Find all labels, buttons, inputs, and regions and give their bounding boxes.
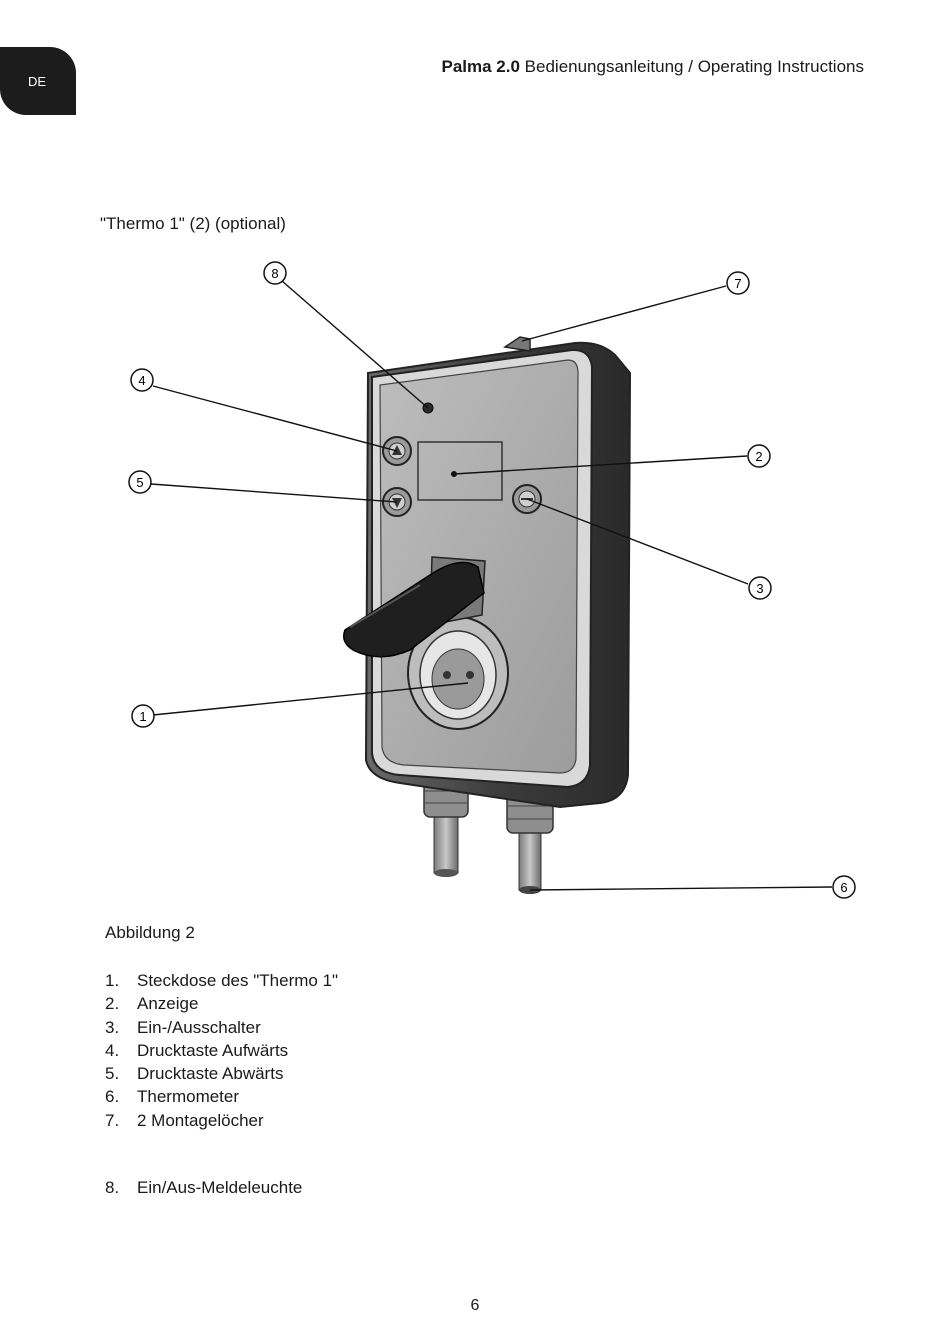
power-socket [407,616,509,730]
legend-number: 2. [105,994,120,1014]
socket-lid[interactable] [343,556,486,658]
callout-1: 1 [131,704,155,728]
callout-3: 3 [748,576,772,600]
header-product-name: Palma 2.0 [441,57,520,76]
legend-item: 7. 2 Montagelöcher [105,1109,338,1132]
callout-6: 6 [832,875,856,899]
legend-item: 1. Steckdose des "Thermo 1" [105,969,338,992]
callout-4-label: 4 [138,373,145,388]
callout-6-label: 6 [840,880,847,895]
callout-7: 7 [726,271,750,295]
callout-2-label: 2 [755,449,762,464]
device-housing [364,336,632,809]
legend-item: 4. Drucktaste Aufwärts [105,1039,338,1062]
section-subtitle: "Thermo 1" (2) (optional) [100,214,286,233]
page-number: 6 [470,1297,480,1314]
legend-number: 5. [105,1064,120,1084]
legend-item: 3. Ein-/Ausschalter [105,1016,338,1039]
device-illustration: 1 2 3 4 5 6 7 8 [128,261,856,899]
page-header: Palma 2.0 Bedienungsanleitung / Operatin… [441,57,864,77]
callout-4: 4 [130,368,154,392]
header-separator: / [688,57,693,76]
header-title: Bedienungsanleitung [524,57,684,76]
legend-label: Ein-/Ausschalter [137,1017,261,1037]
parts-legend: 1. Steckdose des "Thermo 1" 2. Anzeige 3… [105,969,338,1199]
legend-number: 7. [105,1110,120,1130]
legend-label: Ein/Aus-Meldeleuchte [137,1178,303,1198]
callout-leaders [142,280,833,891]
callout-2: 2 [747,444,771,468]
legend-number: 8. [105,1178,120,1198]
callout-8-label: 8 [271,266,278,281]
callout-7-label: 7 [734,276,741,291]
callout-5-label: 5 [136,475,143,490]
legend-label: Anzeige [137,994,199,1014]
callout-8: 8 [263,261,287,285]
figure-caption: Abbildung 2 [105,923,195,942]
legend-number: 3. [105,1017,120,1037]
callout-3-label: 3 [756,581,763,596]
legend-number: 1. [105,971,120,990]
legend-label: Drucktaste Aufwärts [137,1040,289,1060]
callout-1-label: 1 [139,709,146,724]
legend-item: 5. Drucktaste Abwärts [105,1062,338,1085]
legend-label: Drucktaste Abwärts [137,1064,284,1084]
legend-number: 4. [105,1040,120,1060]
language-tab-label: DE [28,73,47,89]
header-title-en: Operating Instructions [697,57,864,76]
legend-item: 6. Thermometer [105,1085,338,1108]
language-tab: DE [0,47,76,115]
legend-label: Thermometer [137,1087,240,1107]
callout-5: 5 [128,470,152,494]
legend-label: Steckdose des "Thermo 1" [137,971,339,990]
legend-item: 8. Ein/Aus-Meldeleuchte [105,1176,338,1199]
legend-label: 2 Montagelöcher [137,1110,264,1130]
legend-item: 2. Anzeige [105,992,338,1015]
device-figure: 1 2 3 4 5 6 7 8 [0,255,950,905]
legend-number: 6. [105,1087,120,1107]
